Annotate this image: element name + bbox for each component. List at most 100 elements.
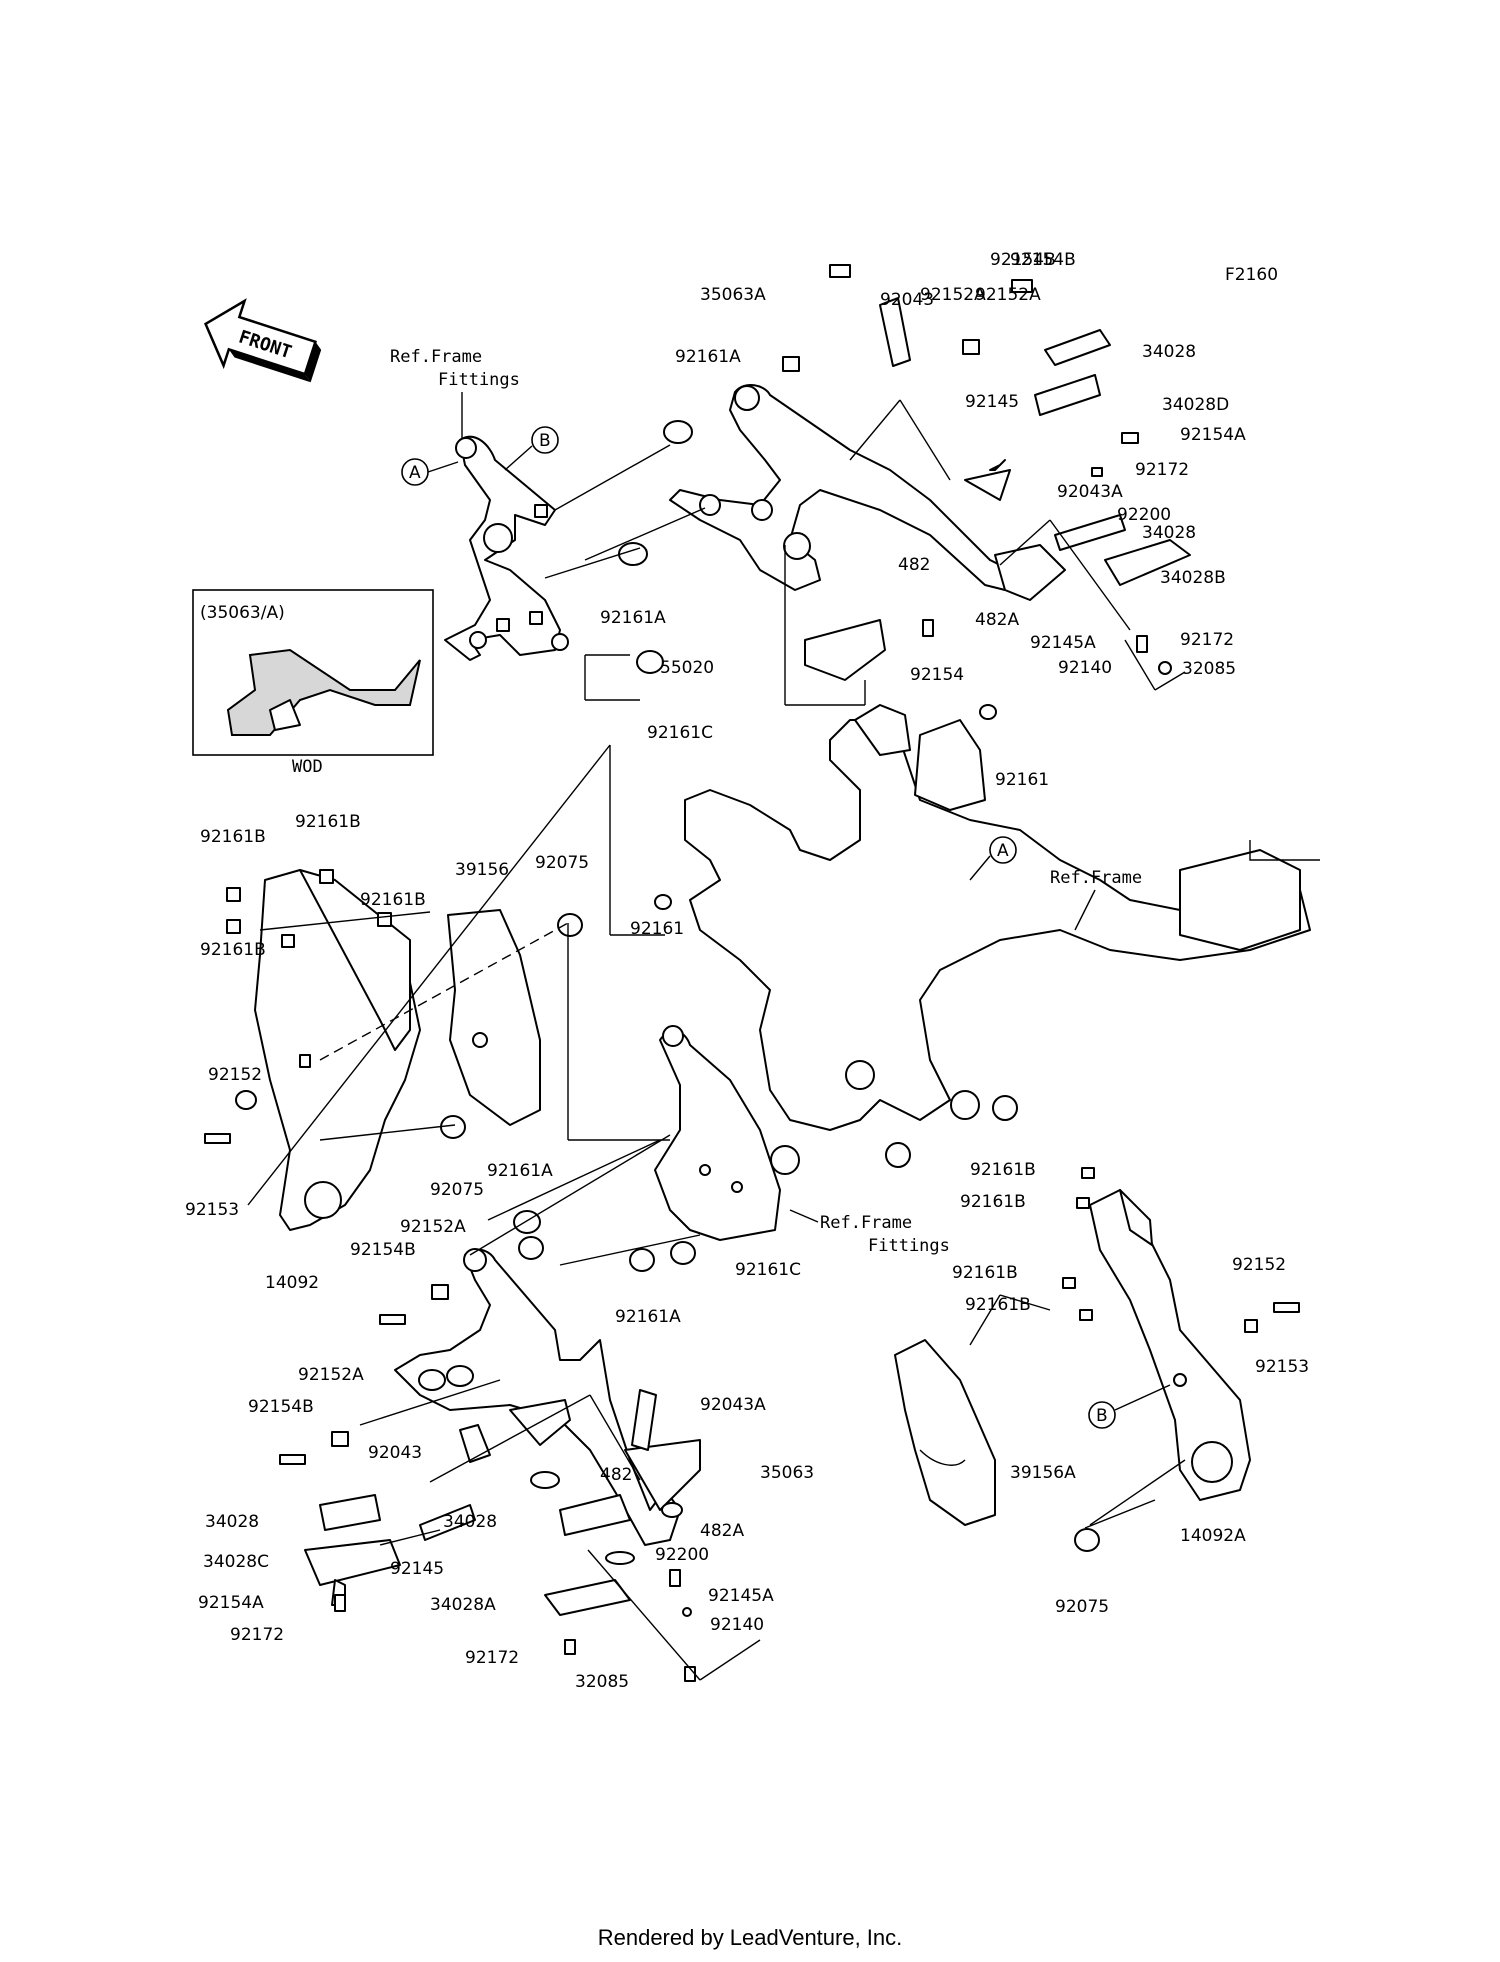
part-number-label: 92154A [198,1593,264,1613]
part-number-label: 482 [898,555,930,575]
part-number-label: 92161C [647,723,713,743]
part-number-label: 92154B [350,1240,416,1260]
part-number-label: 92161 [995,770,1049,790]
part-number-label: 34028 [443,1512,497,1532]
part-number-label: 92161A [600,608,666,628]
part-number-label: 92075 [430,1180,484,1200]
hardware-left [204,869,672,1234]
part-number-label: 92043 [368,1443,422,1463]
part-number-label: 92152A [298,1365,364,1385]
part-number-label: 92145 [390,1559,444,1579]
part-number-label: 92145 [965,392,1019,412]
part-number-label: 482 [600,1465,632,1485]
part-number-label: 92154B [990,250,1056,270]
ref-frame-label: Ref.Frame [1050,868,1142,888]
part-number-label: 92043A [700,1395,766,1415]
part-number-label: 92161A [615,1307,681,1327]
part-number-label: 35063A [700,285,766,305]
part-number-label: 92152A [975,285,1041,305]
front-arrow-icon: FRONT [203,298,322,383]
svg-text:A: A [997,841,1009,861]
part-number-label: 482A [700,1521,744,1541]
inset-code: (35063/A) [200,603,285,623]
part-number-label: 92161B [952,1263,1018,1283]
part-number-label: 92152A [400,1217,466,1237]
part-number-label: 92154A [1180,425,1246,445]
inset-caption: WOD [292,757,323,777]
side-cover-right [1089,1189,1251,1501]
callout-b-top: B [504,426,559,471]
part-number-label: 39156 [455,860,509,880]
ref-frame-fittings-mid-line2: Fittings [868,1236,950,1256]
part-number-label: 92140 [1058,658,1112,678]
part-number-label: 92161C [735,1260,801,1280]
svg-text:B: B [539,431,551,451]
part-number-label: 92153 [185,1200,239,1220]
callout-b-bottom: B [1088,1384,1171,1429]
svg-text:B: B [1096,1406,1108,1426]
ref-frame-fittings-top-line1: Ref.Frame [390,347,482,367]
part-number-label: 39156A [1010,1463,1076,1483]
part-number-label: 34028B [1160,568,1226,588]
part-number-label: 34028 [1142,342,1196,362]
part-number-label: 92152A [920,285,986,305]
part-number-label: 92161A [675,347,741,367]
part-number-label: 55020 [660,658,714,678]
footer-credit: Rendered by LeadVenture, Inc. [597,1925,903,1950]
part-number-label: 92145A [1030,633,1096,653]
part-number-label: 92172 [1180,630,1234,650]
footrest-bracket-bottom [394,1248,701,1546]
part-number-label: 32085 [575,1672,629,1692]
part-number-label: 92154B [248,1397,314,1417]
part-number-labels: 92154B92154B92152A92152A9204335063A92161… [185,250,1309,1692]
hardware-right [1062,1167,1300,1552]
part-number-label: 35063 [760,1463,814,1483]
part-number-label: 92075 [1055,1597,1109,1617]
part-number-label: 34028 [205,1512,259,1532]
svg-text:A: A [409,463,421,483]
part-number-label: 92172 [465,1648,519,1668]
part-number-label: 92152 [208,1065,262,1085]
part-number-label: 92161B [965,1295,1031,1315]
part-number-label: 14092 [265,1273,319,1293]
part-number-label: 92161B [970,1160,1036,1180]
shield-39156A [894,1339,996,1526]
part-number-label: 92043 [880,290,934,310]
assembly-lines [247,399,1186,1681]
ref-frame-fittings-mid-line1: Ref.Frame [820,1213,912,1233]
figure-code: F2160 [1225,265,1278,285]
part-number-label: 92161A [487,1161,553,1181]
part-number-label: 92200 [655,1545,709,1565]
part-number-label: 34028 [1142,523,1196,543]
frame-fitting-plate-top [444,435,569,661]
part-number-label: 92172 [1135,460,1189,480]
part-number-label: 32085 [1182,659,1236,679]
part-number-label: 92161B [200,940,266,960]
ref-frame-fittings-top-line2: Fittings [438,370,520,390]
callout-a-mid: A [969,836,1017,881]
part-number-label: 92154B [1010,250,1076,270]
part-number-label: 14092A [1180,1526,1246,1546]
part-number-label: 34028A [430,1595,496,1615]
main-frame [684,704,1320,1175]
part-number-label: 92153 [1255,1357,1309,1377]
callout-a-top: A [401,458,459,486]
part-number-label: 92075 [535,853,589,873]
part-number-label: 92161B [360,890,426,910]
part-number-label: 482A [975,610,1019,630]
part-number-label: 92152 [1232,1255,1286,1275]
part-number-label: 92161B [295,812,361,832]
part-number-label: 92161B [960,1192,1026,1212]
part-number-label: 34028C [203,1552,269,1572]
part-number-label: 92161B [200,827,266,847]
part-number-label: 92043A [1057,482,1123,502]
part-number-label: 92172 [230,1625,284,1645]
footrest-bracket-top [669,384,1066,601]
shield-39156 [447,909,541,1126]
part-number-label: 92161 [630,919,684,939]
inset-box: (35063/A) WOD [192,589,434,777]
part-number-label: 92154 [910,665,964,685]
part-number-label: 34028D [1162,395,1229,415]
hardware-top [618,264,1191,720]
part-number-label: 92140 [710,1615,764,1635]
